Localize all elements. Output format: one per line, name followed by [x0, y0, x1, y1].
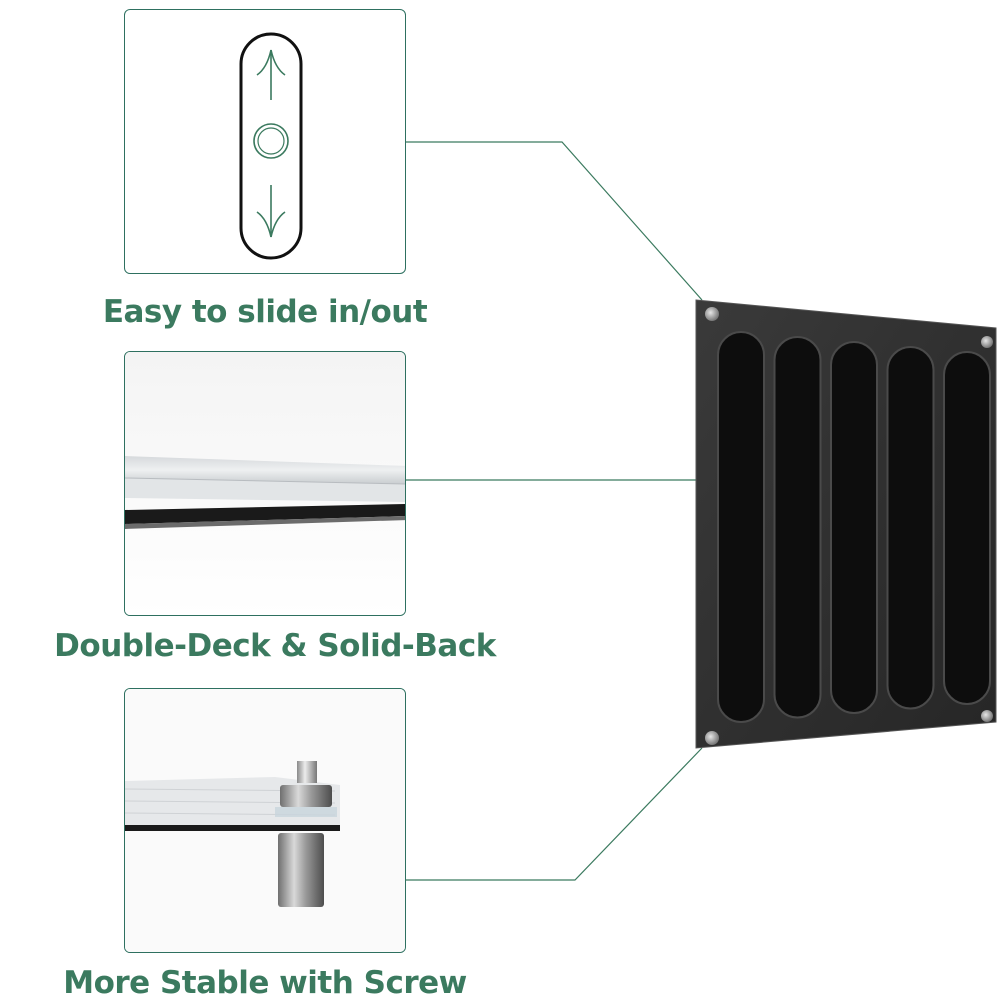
feature-panel-screw — [124, 688, 406, 953]
feature-panel-double-deck — [124, 351, 406, 616]
slide-icon — [239, 32, 303, 260]
arrow-up-icon — [256, 49, 286, 100]
standoff-screw-closeup — [125, 689, 405, 952]
acrylic-layers-closeup — [125, 352, 405, 615]
rack-slot — [886, 346, 935, 710]
rack-slot — [773, 336, 822, 719]
screw-icon — [981, 710, 993, 722]
connector-line-bottom — [406, 747, 703, 881]
rack-slot — [717, 331, 765, 723]
caption-double-deck: Double-Deck & Solid-Back — [54, 628, 496, 664]
screw-icon — [981, 336, 993, 348]
caption-slide: Easy to slide in/out — [102, 294, 428, 330]
screw-icon — [705, 731, 719, 745]
rack-slots — [717, 331, 991, 723]
screw-icon — [705, 307, 719, 321]
rack-slot — [830, 341, 878, 714]
connector-line-top — [406, 141, 703, 301]
feature-panel-slide — [124, 9, 406, 274]
rack-slot — [943, 351, 991, 705]
caption-screw: More Stable with Screw — [63, 965, 467, 1001]
wall-mounted-rack — [695, 299, 997, 749]
arrow-down-icon — [256, 185, 286, 238]
